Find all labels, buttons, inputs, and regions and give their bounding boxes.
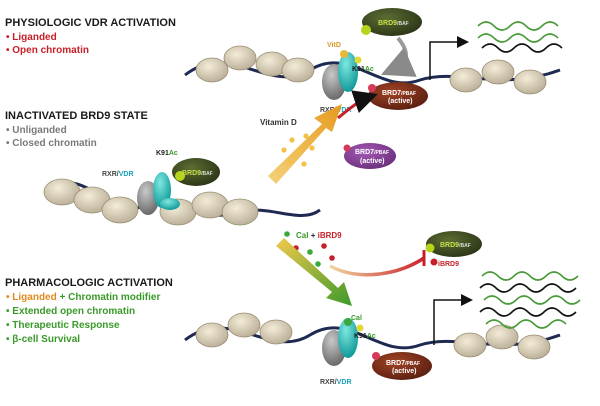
top-tss-arrow [429, 36, 469, 80]
inactivated-text-block: INACTIVATED BRD9 STATE • Unliganded • Cl… [5, 110, 148, 149]
svg-text:BRD9/BAF: BRD9/BAF [378, 20, 409, 27]
top-nucleosomes [195, 45, 547, 95]
top-rxr-vdr-complex [322, 50, 362, 100]
mid-brd7-complex: BRD7/PBAF (active) [343, 143, 396, 169]
pharmacologic-text-block: PHARMACOLOGIC ACTIVATION • Liganded + Ch… [5, 277, 173, 345]
pharmacologic-bullet-1: • Liganded + Chromatin modifier [6, 292, 160, 303]
pharmacologic-bullet-4: • β-cell Survival [6, 334, 80, 345]
inactivated-bullet-2: • Closed chromatin [6, 138, 97, 149]
vitd-label: VitD [327, 42, 341, 49]
inactivated-bullet-1: • Unliganded [6, 125, 67, 136]
middle-chromatin: BRD9/BAF K91Ac RXR/VDR [43, 150, 321, 226]
middle-nucleosomes [43, 178, 259, 226]
top-k91-label: K91Ac [352, 66, 374, 73]
svg-text:(active): (active) [392, 368, 417, 375]
middle-k91-label: K91Ac [156, 150, 178, 157]
top-mrna-transcripts [477, 21, 563, 53]
brd9-release-arrow [380, 36, 417, 77]
pharmacologic-arrow [276, 238, 426, 306]
physiologic-text-block: PHYSIOLOGIC VDR ACTIVATION • Liganded • … [5, 17, 176, 56]
svg-text:BRD9/BAF: BRD9/BAF [440, 242, 471, 249]
middle-brd9-complex: BRD9/BAF [172, 158, 220, 186]
physiologic-bullet-1: • Liganded [6, 32, 57, 43]
pharmacologic-title: PHARMACOLOGIC ACTIVATION [5, 277, 173, 289]
physiologic-title: PHYSIOLOGIC VDR ACTIVATION [5, 17, 176, 29]
pharmacologic-bullet-2: • Extended open chromatin [6, 306, 135, 317]
inhibited-brd9-complex: BRD9/BAF [425, 231, 482, 266]
pharmacologic-bullet-3: • Therapeutic Response [6, 320, 120, 331]
svg-text:BRD9/BAF: BRD9/BAF [182, 170, 213, 177]
svg-text:BRD7/PBAF: BRD7/PBAF [382, 90, 416, 97]
inactivated-title: INACTIVATED BRD9 STATE [5, 110, 148, 122]
inhibited-ibrd9-label: iBRD9 [438, 261, 459, 268]
bottom-nucleosomes [195, 312, 551, 360]
top-rxr-vdr-label: RXR/VDR [320, 107, 352, 114]
middle-rxr-vdr-label: RXR/VDR [102, 171, 134, 178]
vitamin-d-dots [281, 133, 315, 167]
bottom-mrna-transcripts [479, 271, 581, 329]
svg-text:BRD7/PBAF: BRD7/PBAF [355, 149, 389, 156]
svg-text:(active): (active) [388, 98, 413, 105]
top-chromatin: VitD K91Ac RXR/VDR BRD7/PBAF (active) BR… [184, 8, 563, 114]
top-brd9-complex: BRD9/BAF [361, 8, 422, 36]
bottom-rxr-vdr-label: RXR/VDR [320, 379, 352, 386]
bottom-chromatin: Cal K91Ac RXR/VDR BRD7/PBAF (active) [184, 271, 581, 386]
svg-text:(active): (active) [360, 158, 385, 165]
svg-text:BRD7/PBAF: BRD7/PBAF [386, 360, 420, 367]
physiologic-bullet-2: • Open chromatin [6, 45, 89, 56]
cal-ibrd9-label: Cal + iBRD9 [296, 231, 342, 240]
bottom-k91-label: K91Ac [354, 333, 376, 340]
middle-rxr-vdr-complex [137, 172, 180, 215]
vitamin-d-arrow [268, 90, 378, 184]
bottom-tss-arrow [433, 294, 473, 345]
top-brd7-complex: BRD7/PBAF (active) [368, 82, 428, 110]
bottom-brd7-complex: BRD7/PBAF (active) [372, 352, 432, 380]
vitamin-d-label: Vitamin D [260, 118, 297, 127]
bottom-cal-label: Cal [351, 315, 362, 322]
bottom-rxr-vdr-complex [322, 318, 364, 366]
